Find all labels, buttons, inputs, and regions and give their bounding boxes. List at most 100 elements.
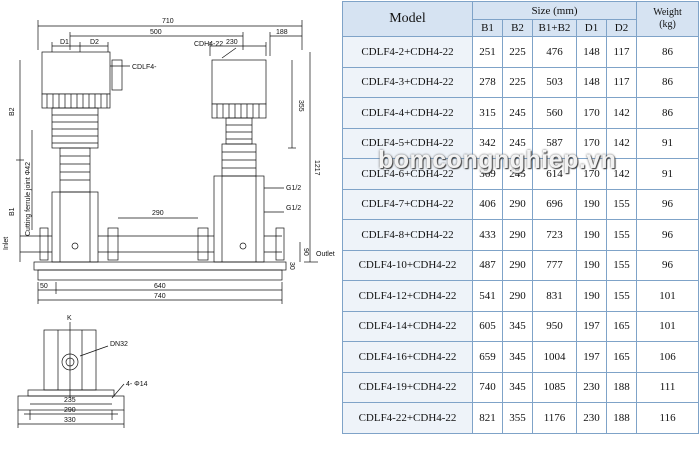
cell-model: CDLF4-3+CDH4-22 (342, 66, 473, 98)
cell-d2: 117 (605, 36, 638, 68)
side-k-label: K (67, 315, 72, 322)
cell-d1: 148 (576, 66, 607, 98)
cell-b2: 290 (502, 188, 533, 220)
cell-b1b2: 831 (532, 280, 577, 312)
cell-d2: 155 (605, 249, 638, 281)
cell-d1: 148 (576, 36, 607, 68)
cell-b2: 355 (502, 402, 533, 434)
dim-50: 50 (40, 283, 48, 290)
cell-weight: 96 (636, 188, 700, 220)
cell-d2: 117 (605, 66, 638, 98)
cell-d1: 170 (576, 97, 607, 129)
cell-weight: 91 (636, 127, 700, 159)
col-b1b2: B1+B2 (532, 19, 577, 37)
dim-30: 30 (288, 262, 295, 270)
side-dn-label: DN32 (110, 341, 128, 348)
cell-b1b2: 777 (532, 249, 577, 281)
cell-d2: 142 (605, 97, 638, 129)
cell-b1: 251 (472, 36, 503, 68)
cell-b1: 605 (472, 310, 503, 342)
cell-b1: 433 (472, 219, 503, 251)
weight-header-line2: (kg) (659, 19, 676, 30)
cell-weight: 91 (636, 158, 700, 190)
cell-model: CDLF4-19+CDH4-22 (342, 371, 473, 403)
cell-weight: 111 (636, 371, 700, 403)
cell-d1: 190 (576, 188, 607, 220)
watermark: bomcongnghiep.vn (378, 146, 617, 174)
cell-d1: 230 (576, 402, 607, 434)
cell-model: CDLF4-7+CDH4-22 (342, 188, 473, 220)
cell-b1: 541 (472, 280, 503, 312)
cell-d2: 165 (605, 341, 638, 373)
cell-b2: 225 (502, 36, 533, 68)
dim-740: 740 (154, 293, 166, 300)
cell-b1b2: 587 (532, 127, 577, 159)
cell-model: CDLF4-2+CDH4-22 (342, 36, 473, 68)
cell-b1b2: 614 (532, 158, 577, 190)
cell-model: CDLF4-4+CDH4-22 (342, 97, 473, 129)
cell-b2: 290 (502, 280, 533, 312)
cell-b1b2: 476 (532, 36, 577, 68)
cell-model: CDLF4-12+CDH4-22 (342, 280, 473, 312)
side-dim-290: 290 (64, 407, 76, 414)
cell-model: CDLF4-8+CDH4-22 (342, 219, 473, 251)
ferrule-label: Cutting ferrule joint Φ42 (25, 162, 32, 236)
cell-b1b2: 1085 (532, 371, 577, 403)
cell-model: CDLF4-5+CDH4-22 (342, 127, 473, 159)
inlet-label: Inlet (3, 237, 10, 250)
cell-b2: 345 (502, 371, 533, 403)
col-d2: D2 (605, 19, 638, 37)
cell-b1: 821 (472, 402, 503, 434)
size-header: Size (mm) (471, 1, 638, 20)
cell-b1: 278 (472, 66, 503, 98)
cell-b2: 290 (502, 249, 533, 281)
motor-right-label: CDH4-22 (194, 41, 223, 48)
cell-d1: 190 (576, 249, 607, 281)
model-header: Model (342, 1, 473, 37)
dim-188: 188 (276, 29, 288, 36)
dim-355: 355 (297, 100, 304, 112)
cell-d2: 155 (605, 188, 638, 220)
dim-pump-spacing: 500 (150, 29, 162, 36)
cell-b1b2: 696 (532, 188, 577, 220)
dim-640: 640 (154, 283, 166, 290)
cell-weight: 86 (636, 66, 700, 98)
cell-b2: 290 (502, 219, 533, 251)
cell-b2: 225 (502, 66, 533, 98)
col-b2: B2 (502, 19, 533, 37)
cell-b2: 345 (502, 341, 533, 373)
cell-weight: 101 (636, 280, 700, 312)
weight-header-line1: Weight (653, 7, 682, 18)
cell-d2: 142 (605, 158, 638, 190)
dim-d1-label: D1 (60, 39, 69, 46)
cell-b2: 245 (502, 97, 533, 129)
cell-d1: 197 (576, 310, 607, 342)
cell-d2: 188 (605, 402, 638, 434)
cell-d1: 170 (576, 158, 607, 190)
g-label-2: G1/2 (286, 205, 301, 212)
technical-drawing: 710 500 D1 D2 CDLF4- CDH4-22 230 188 355… (3, 18, 335, 428)
dim-b2: B2 (9, 107, 16, 116)
dim-b1: B1 (9, 207, 16, 216)
cell-b1: 740 (472, 371, 503, 403)
cell-b1: 659 (472, 341, 503, 373)
cell-d2: 165 (605, 310, 638, 342)
cell-weight: 106 (636, 341, 700, 373)
outlet-label: Outlet (316, 251, 335, 258)
motor-left-label: CDLF4- (132, 64, 157, 71)
cell-weight: 96 (636, 219, 700, 251)
col-b1: B1 (472, 19, 503, 37)
side-dim-235: 235 (64, 397, 76, 404)
cell-b1b2: 503 (532, 66, 577, 98)
side-holes-label: 4- Φ14 (126, 381, 148, 388)
